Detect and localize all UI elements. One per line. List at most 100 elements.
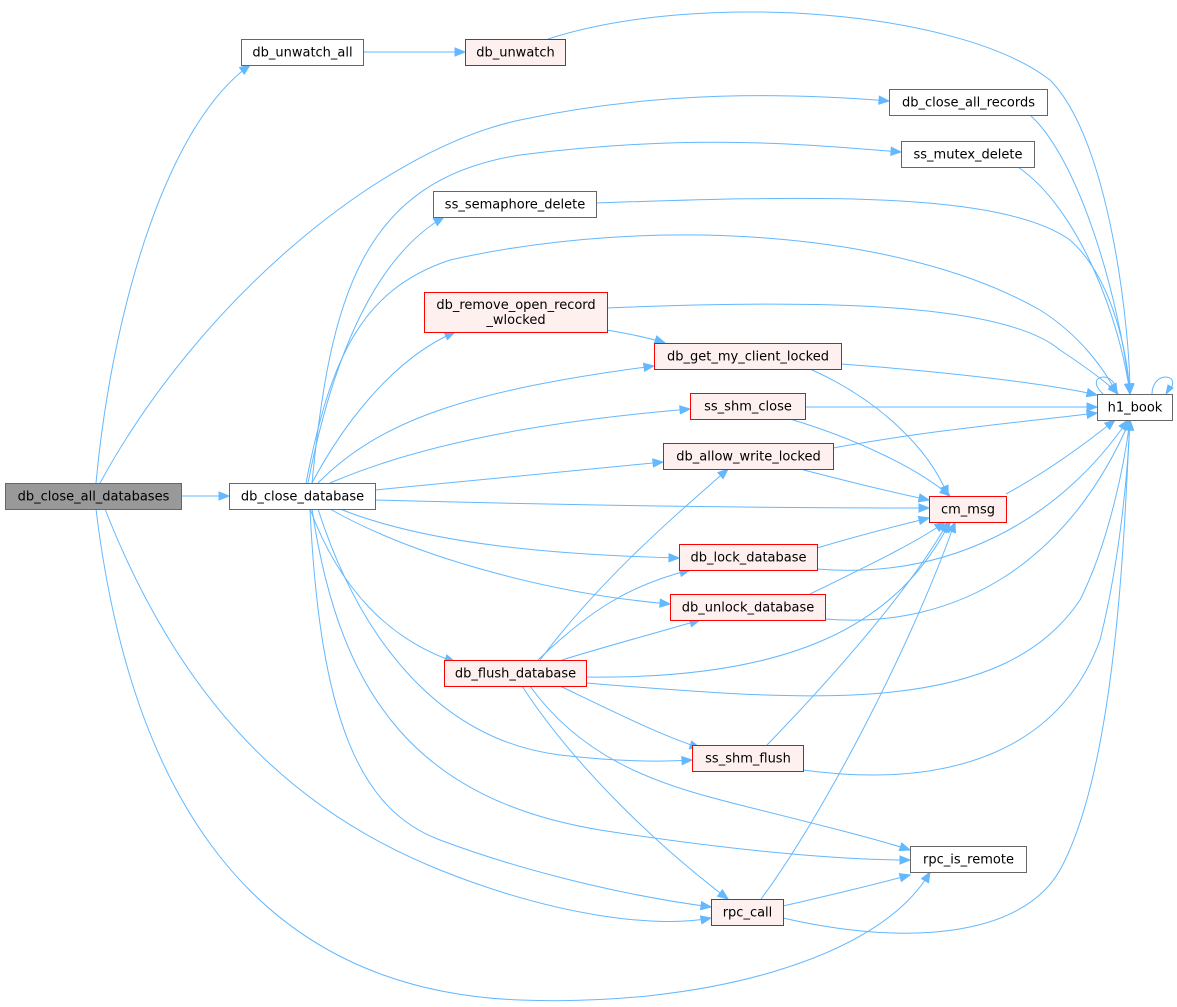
nodes-layer: db_close_all_databases db_unwatch_all db_u… [5, 39, 1173, 926]
node-ss-shm-close[interactable]: ss_shm_close [690, 393, 806, 420]
edge-line [99, 95, 890, 484]
edge-arrowhead [899, 855, 912, 865]
edge-line [561, 619, 701, 661]
node-label: db_get_my_client_locked [667, 350, 829, 365]
node-db-close-all-databases[interactable]: db_close_all_databases [5, 483, 182, 510]
edge-db_get_my_client_locked-to-h1_book [840, 363, 1099, 398]
edge-line [595, 197, 1131, 395]
edge-line [832, 412, 1098, 449]
node-box [654, 343, 842, 370]
edge-ss_shm_flush-to-cm_msg [766, 520, 949, 746]
edge-cm_msg-to-h1_book [1005, 419, 1117, 495]
node-label: db_close_all_records [902, 96, 1035, 111]
edge-line [824, 419, 1131, 621]
node-box [889, 89, 1048, 116]
node-ss-shm-flush[interactable]: ss_shm_flush [692, 745, 804, 772]
node-label: rpc_is_remote [923, 853, 1014, 868]
node-db-unwatch[interactable]: db_unwatch [465, 39, 566, 66]
node-db-close-all-records[interactable]: db_close_all_records [889, 89, 1048, 116]
edge-line [816, 517, 930, 549]
edge-arrowhead [1086, 409, 1099, 419]
edge-arrowhead [238, 64, 252, 75]
edge-db_flush_database-to-db_unlock_database [561, 618, 702, 661]
edge-arrowhead [890, 146, 903, 156]
node-rpc-is-remote[interactable]: rpc_is_remote [910, 846, 1027, 873]
node-rpc-call[interactable]: rpc_call [711, 899, 784, 926]
edge-line [766, 521, 949, 746]
node-label: db_unwatch [476, 46, 555, 61]
node-ss-mutex-delete[interactable]: ss_mutex_delete [901, 141, 1035, 168]
edge-arrowhead [920, 870, 931, 884]
edge-db_close_database-to-db_remove_open_record_wlocked [311, 331, 457, 484]
node-ss-semaphore-delete[interactable]: ss_semaphore_delete [433, 191, 597, 218]
node-box [444, 660, 587, 687]
node-db-get-my-client-locked[interactable]: db_get_my_client_locked [654, 343, 842, 370]
edge-db_lock_database-to-cm_msg [816, 515, 931, 549]
edge-arrowhead [1086, 402, 1099, 412]
node-db-remove-open-record-wlocked[interactable]: db_remove_open_record_wlocked [424, 292, 608, 333]
edge-ss_shm_close-to-h1_book [805, 402, 1099, 412]
edge-arrowhead [642, 362, 656, 373]
node-db-unwatch-all[interactable]: db_unwatch_all [241, 39, 364, 66]
edge-arrowhead [432, 216, 446, 227]
node-db-unlock-database[interactable]: db_unlock_database [670, 594, 826, 621]
edge-arrowhead [716, 468, 730, 480]
edge-arrowhead [218, 491, 231, 501]
edge-line [374, 499, 930, 509]
edge-line [521, 685, 729, 900]
node-cm-msg[interactable]: cm_msg [929, 496, 1007, 523]
node-label: db_close_database [241, 490, 364, 505]
edge-line [339, 508, 680, 559]
edge-db_close_database-to-db_allow_write_locked [374, 458, 665, 491]
edge-line [802, 419, 1131, 776]
node-box [690, 393, 806, 420]
node-box [692, 745, 804, 772]
edge-db_flush_database-to-ss_shm_flush [559, 685, 702, 750]
edge-arrowhead [918, 503, 931, 513]
edge-db_flush_database-to-db_lock_database [537, 567, 692, 661]
edge-db_close_database-to-ss_semaphore_delete [307, 216, 446, 484]
edge-arrowhead [938, 485, 952, 497]
node-label: ss_semaphore_delete [445, 198, 585, 213]
edge-line [547, 11, 1131, 395]
node-db-close-database[interactable]: db_close_database [229, 483, 376, 510]
edge-line [760, 521, 956, 900]
node-label: cm_msg [941, 503, 995, 518]
node-label: db_allow_write_locked [676, 450, 821, 465]
edge-line [840, 363, 1098, 396]
edge-db_flush_database-to-db_allow_write_locked [539, 468, 730, 661]
edge-arrowhead [716, 888, 730, 900]
edge-arrowhead [938, 520, 949, 534]
node-db-flush-database[interactable]: db_flush_database [444, 660, 587, 687]
node-db-lock-database[interactable]: db_lock_database [679, 544, 818, 571]
edge-db_close_all_databases-to-db_close_all_records [99, 95, 891, 484]
node-box [901, 141, 1035, 168]
edge-arrowhead [653, 335, 667, 345]
edge-line [1029, 114, 1131, 395]
node-box [465, 39, 566, 66]
edge-line [809, 521, 946, 595]
edge-arrowhead [917, 493, 931, 503]
node-label: _wlocked [485, 313, 545, 328]
edge-db_unwatch-to-h1_book [547, 11, 1135, 396]
edge-line [374, 461, 664, 491]
edge-line [309, 508, 712, 908]
node-label: db_remove_open_record [436, 298, 595, 313]
edge-line [311, 508, 911, 861]
edge-arrowhead [1124, 383, 1135, 396]
edge-db_close_database-to-ss_shm_flush [317, 508, 694, 766]
node-box [241, 39, 364, 66]
node-h1-book[interactable]: h1_book [1097, 394, 1173, 421]
edge-db_close_database-to-db_lock_database [339, 508, 681, 563]
node-db-allow-write-locked[interactable]: db_allow_write_locked [663, 443, 834, 470]
node-label: db_unwatch_all [252, 46, 352, 61]
node-box [910, 846, 1027, 873]
edge-line [307, 216, 445, 484]
edge-db_close_database-to-rpc_is_remote [311, 508, 912, 865]
node-label: ss_mutex_delete [914, 148, 1023, 163]
edge-line [1005, 419, 1116, 495]
node-box [663, 443, 834, 470]
edge-db_unlock_database-to-cm_msg [809, 521, 947, 595]
edge-line [309, 508, 456, 663]
edge-line [816, 419, 1129, 571]
